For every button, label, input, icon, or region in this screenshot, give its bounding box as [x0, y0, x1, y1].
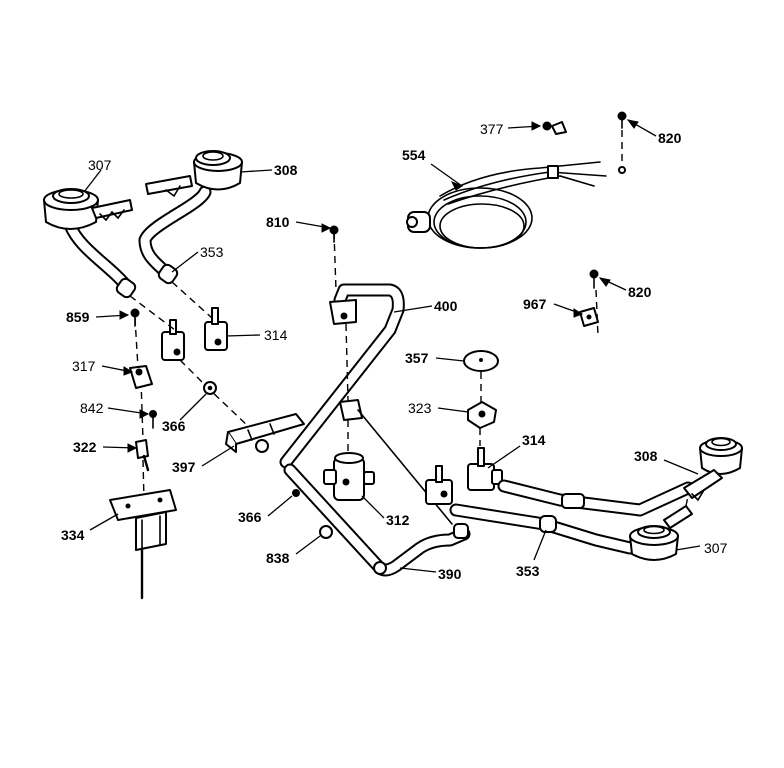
leader-lines: [83, 119, 701, 573]
support-bracket: [339, 399, 363, 421]
assembly-line: [134, 317, 139, 369]
nut-838: [319, 525, 333, 539]
screw-810: [329, 225, 339, 243]
callout-357: 357: [405, 350, 429, 366]
callout-334: 334: [61, 527, 85, 543]
support-400: [279, 231, 405, 469]
callout-labels: 307 308 353 314 859 317 842 366 322 397 …: [61, 121, 728, 582]
cap-357: [463, 350, 499, 402]
screw-842: [149, 410, 157, 429]
callout-397: 397: [172, 459, 196, 475]
callout-312: 312: [386, 512, 410, 528]
valve-314-left: [161, 307, 228, 361]
callout-307-right: 307: [704, 540, 728, 556]
callout-820-lower: 820: [628, 284, 652, 300]
screw-820-upper: [617, 111, 627, 164]
burner-308-left: [138, 150, 243, 285]
callout-377: 377: [480, 121, 504, 137]
ignitor-322: [135, 439, 150, 472]
callout-859: 859: [66, 309, 90, 325]
callout-810: 810: [266, 214, 290, 230]
callout-323: 323: [408, 400, 432, 416]
callout-554: 554: [402, 147, 426, 163]
assembly-line: [179, 359, 251, 429]
callout-314-right: 314: [522, 432, 546, 448]
assembly-line: [142, 459, 145, 501]
burner-307-left: [43, 188, 137, 299]
assembly-line: [171, 281, 213, 319]
leader-arrowheads: [119, 119, 639, 453]
nut-323: [467, 401, 497, 429]
callout-366-upper: 366: [162, 418, 186, 434]
callout-820-upper: 820: [658, 130, 682, 146]
callout-353-right: 353: [516, 563, 540, 579]
callout-308-left: 308: [274, 162, 298, 178]
burner-307-right: [449, 495, 693, 561]
callout-838: 838: [266, 550, 290, 566]
callout-353-left: 353: [200, 244, 224, 260]
valve-314-right: [425, 428, 503, 505]
valve-312: [323, 420, 375, 501]
clip-377: [542, 121, 567, 135]
callout-322: 322: [73, 439, 97, 455]
callout-967: 967: [523, 296, 547, 312]
callout-842: 842: [80, 400, 104, 416]
washer-366-lower: [292, 489, 300, 497]
manifold-397: [225, 413, 305, 453]
burner-308-right: [497, 437, 743, 517]
callout-307-left: 307: [88, 157, 112, 173]
bracket-317: [129, 365, 153, 389]
screw-859: [130, 308, 140, 327]
callout-390: 390: [438, 566, 462, 582]
assembly-line: [129, 295, 176, 331]
clip-967: [579, 307, 599, 327]
callout-317: 317: [72, 358, 96, 374]
callout-308-right: 308: [634, 448, 658, 464]
screw-820-lower: [589, 269, 599, 337]
callout-314-left: 314: [264, 327, 288, 343]
callout-366-lower: 366: [238, 509, 262, 525]
bracket-334: [109, 489, 177, 600]
washer-366-upper: [203, 381, 217, 395]
callout-400: 400: [434, 298, 458, 314]
harness-554: [406, 161, 626, 249]
assembly-line: [140, 379, 144, 441]
